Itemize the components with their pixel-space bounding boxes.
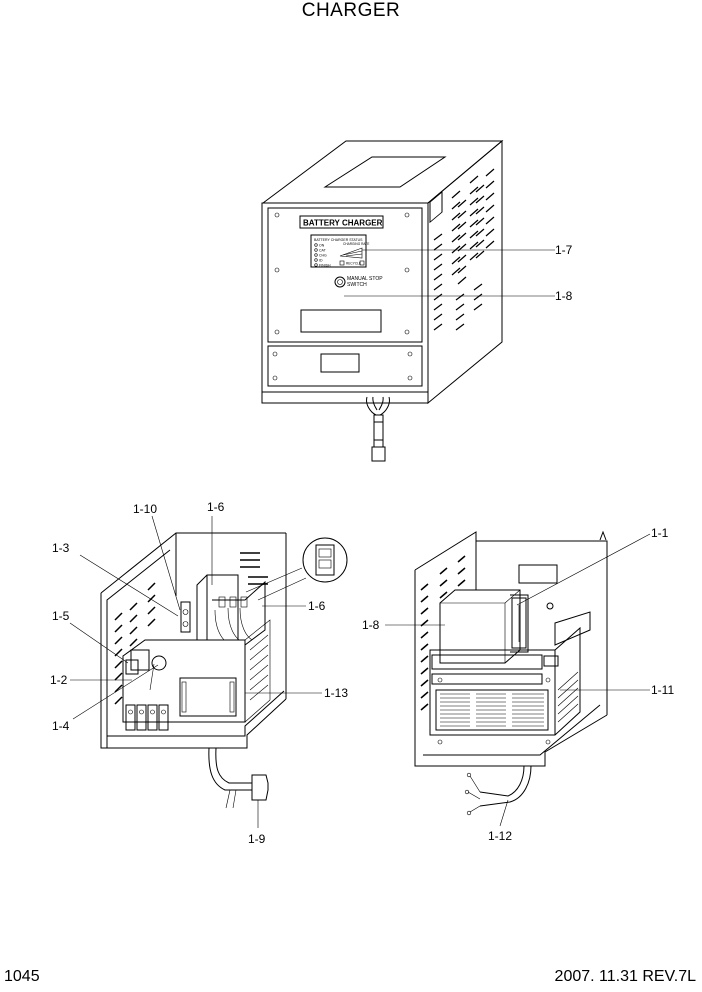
page-title: CHARGER — [301, 0, 401, 21]
svg-text:CAT: CAT — [319, 249, 327, 253]
charger-open-view-left — [69, 515, 348, 828]
revision-date: 2007. 11.31 REV.7L — [554, 968, 696, 985]
svg-text:MANUAL STOP: MANUAL STOP — [347, 276, 383, 282]
status-display: BATTERY CHARGER STATUS ON CAT CHG ID FIN… — [310, 234, 369, 268]
callout-1-5: 1-5 — [52, 609, 70, 623]
callout-1-6: 1-6 — [207, 500, 225, 514]
svg-text:ID: ID — [319, 259, 323, 263]
callout-1-7: 1-7 — [555, 243, 573, 257]
callout-1-3: 1-3 — [52, 541, 70, 555]
callout-1-4: 1-4 — [52, 719, 70, 733]
side-vents — [433, 168, 495, 331]
svg-text:CHARGING RATE: CHARGING RATE — [343, 242, 369, 246]
page-number: 1045 — [4, 968, 40, 985]
svg-text:ON: ON — [319, 244, 325, 248]
callout-1-8: 1-8 — [555, 289, 573, 303]
svg-text:CHG: CHG — [319, 254, 327, 258]
svg-text:SWITCH: SWITCH — [347, 282, 367, 288]
charger-open-view-right — [385, 530, 651, 827]
callout-1-1: 1-1 — [651, 526, 669, 540]
zoom-detail — [302, 537, 348, 583]
svg-text:RECYCLE: RECYCLE — [346, 262, 361, 266]
callout-1-13: 1-13 — [324, 686, 348, 700]
manual-stop-switch — [334, 276, 346, 288]
callout-1-11: 1-11 — [651, 683, 674, 697]
callout-1-8: 1-8 — [362, 618, 380, 632]
svg-text:BATTERY CHARGER STATUS: BATTERY CHARGER STATUS — [314, 238, 363, 242]
svg-text:FINISH: FINISH — [319, 264, 331, 268]
callout-1-2: 1-2 — [50, 673, 68, 687]
nameplate-text: BATTERY CHARGER — [303, 219, 383, 228]
nameplate — [299, 215, 384, 229]
callout-1-10: 1-10 — [133, 502, 157, 516]
callout-1-6: 1-6 — [308, 599, 326, 613]
charger-assembled-view: BATTERY CHARGER BATTERY CHARGER STATUS O… — [261, 139, 555, 462]
callout-1-9: 1-9 — [248, 832, 266, 846]
output-cable — [366, 396, 390, 462]
callout-1-12: 1-12 — [488, 829, 512, 843]
